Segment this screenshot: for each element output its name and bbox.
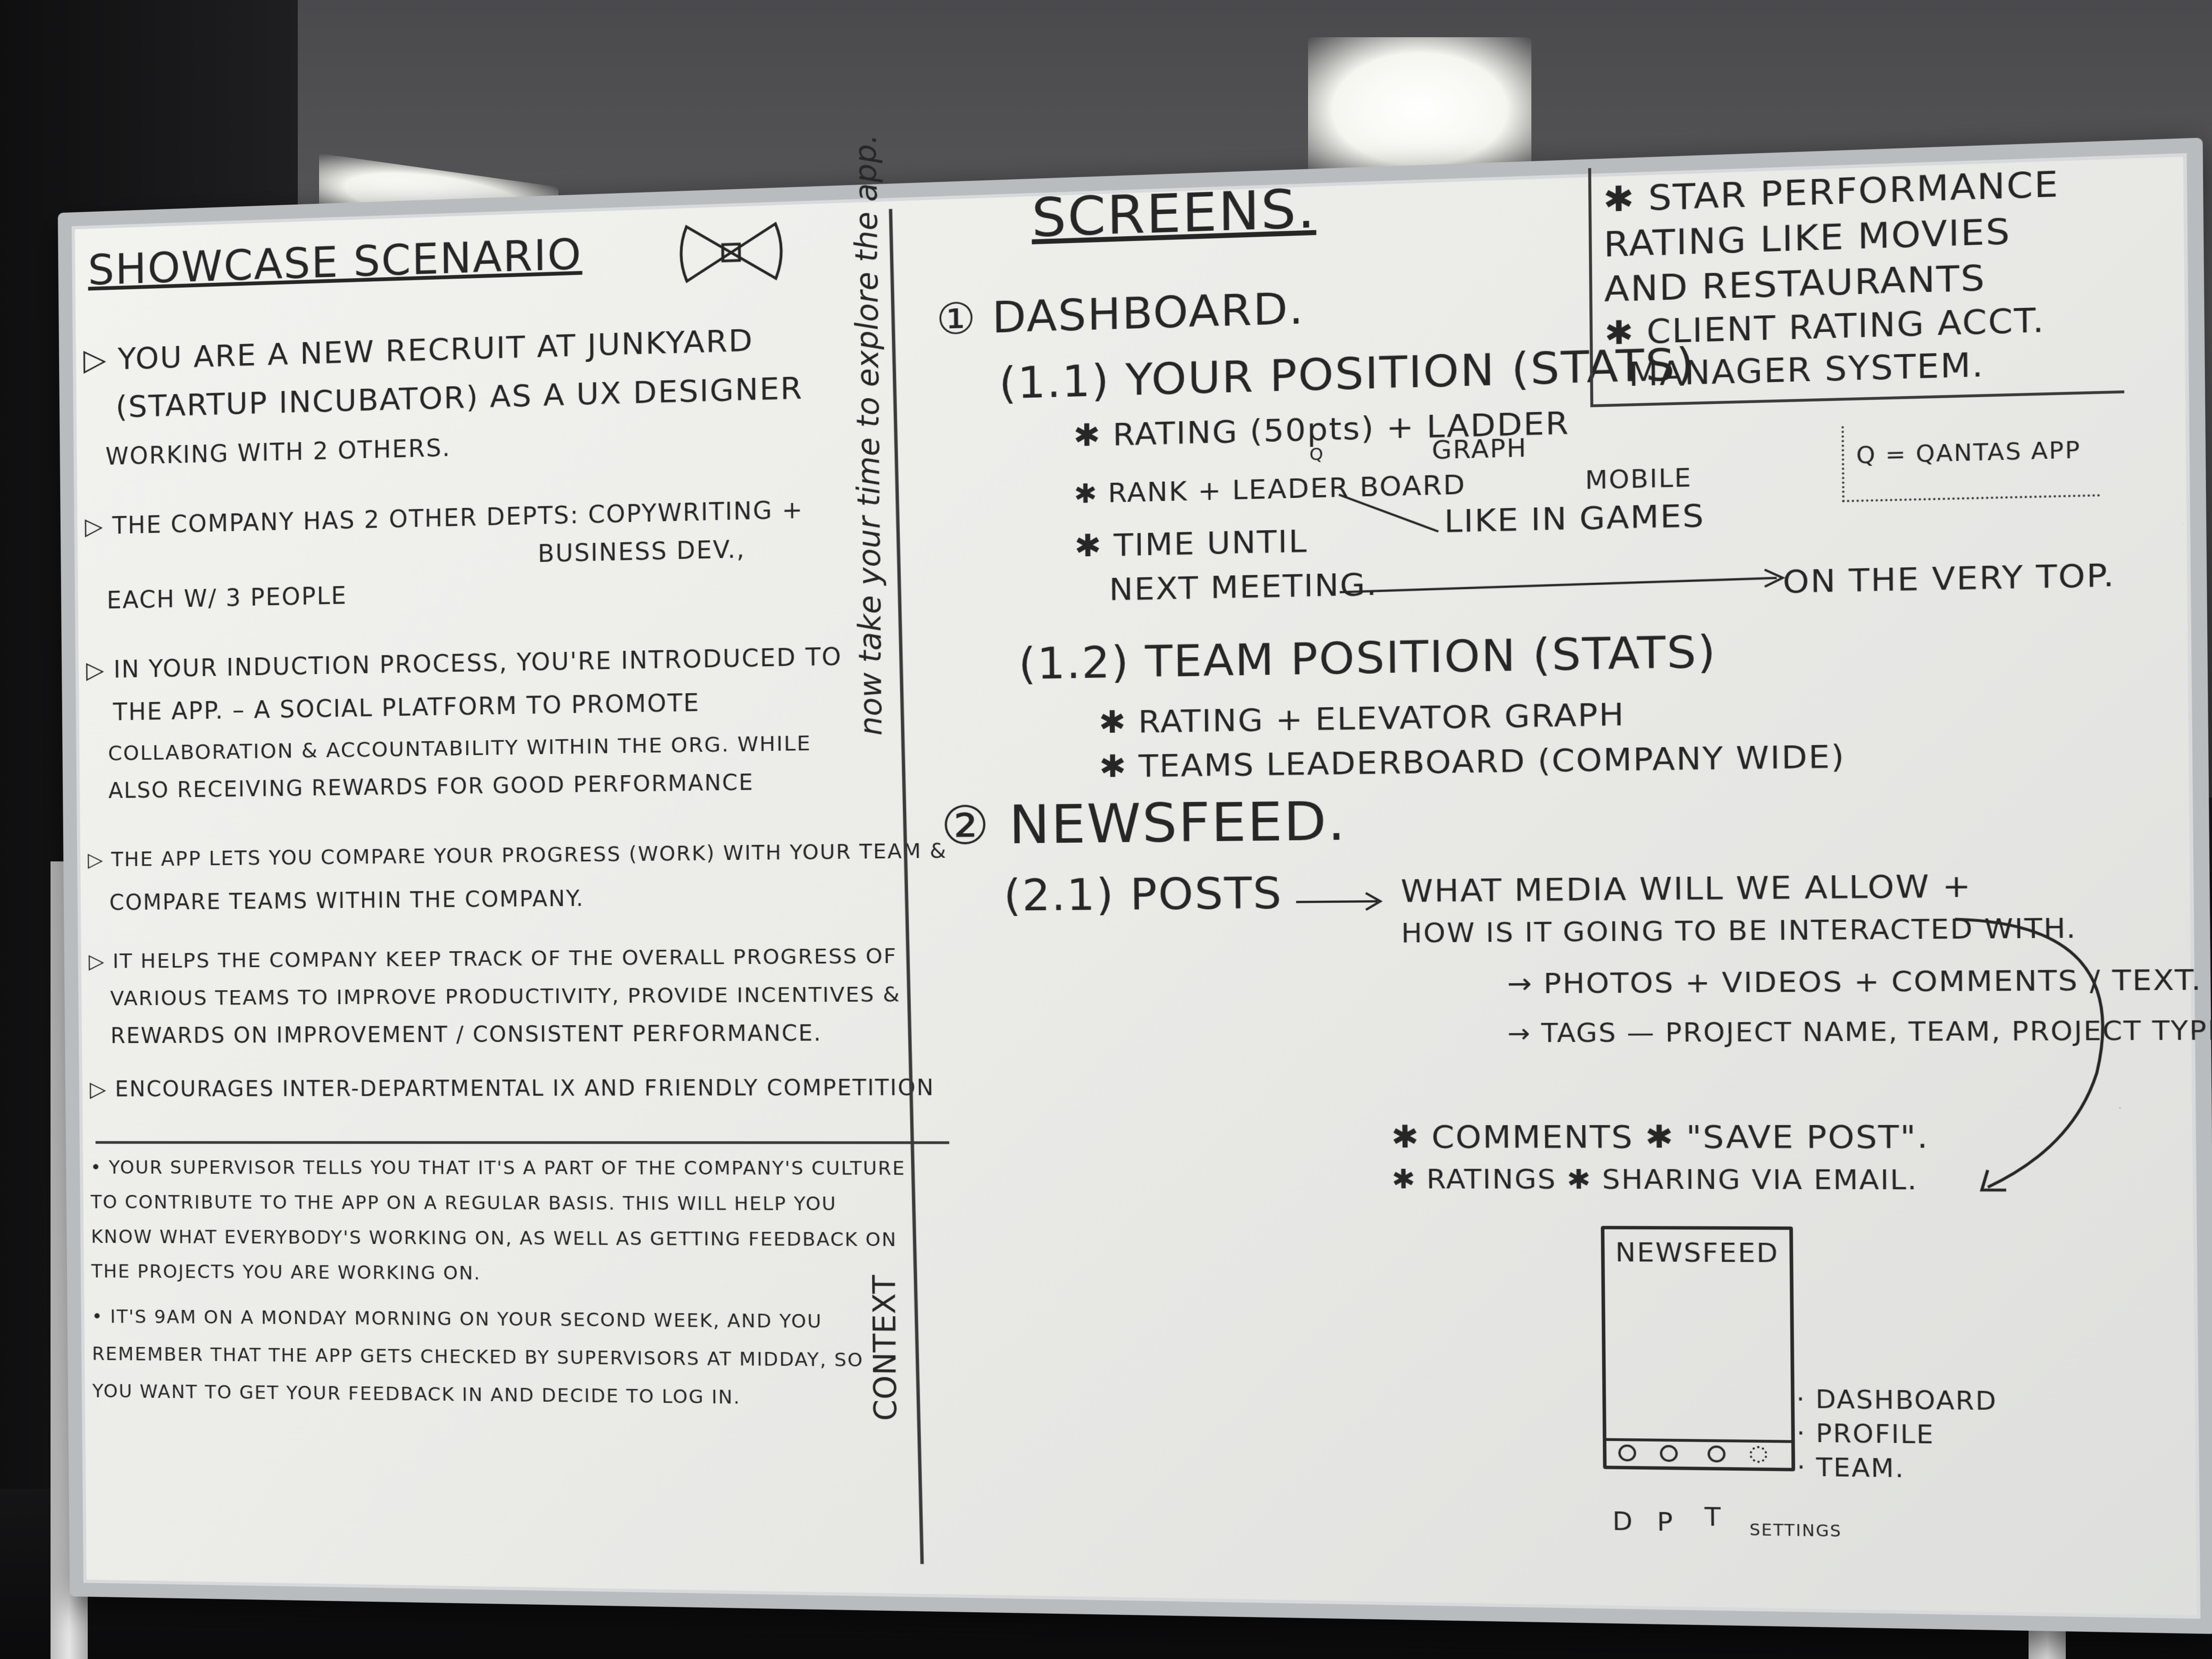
bullet-line: (STARTUP INCUBATOR) AS A UX DESIGNER <box>115 371 803 425</box>
bullet-line: ▷ YOU ARE A NEW RECRUIT AT JUNKYARD <box>83 323 754 378</box>
bullet-line: WORKING WITH 2 OTHERS. <box>105 434 451 471</box>
wireframe-letter: T <box>1704 1503 1722 1532</box>
qantas-note-text: Q = QANTAS APP <box>1856 437 2081 469</box>
wireframe-nav-label: · DASHBOARD <box>1796 1385 1997 1416</box>
wireframe-settings-label: SETTINGS <box>1749 1521 1842 1541</box>
extras-line: ✱ COMMENTS ✱ "SAVE POST". <box>1391 1119 1929 1156</box>
context-label: CONTEXT <box>866 1275 904 1421</box>
dashboard-item: Q <box>1309 445 1324 465</box>
note-line: MANAGER SYSTEM. <box>1628 346 1984 394</box>
bullet-line: ▷ ENCOURAGES INTER-DEPARTMENTAL IX AND F… <box>90 1075 935 1102</box>
dashboard-item: ✱ TIME UNTIL <box>1074 523 1308 564</box>
wireframe-letter: P <box>1657 1508 1674 1537</box>
posts-heading: (2.1) POSTS <box>1003 869 1283 921</box>
note-line: AND RESTAURANTS <box>1604 257 1985 311</box>
bullet-line: EACH W/ 3 PEOPLE <box>106 582 347 614</box>
bullet-line: COLLABORATION & ACCOUNTABILITY WITHIN TH… <box>108 731 811 765</box>
dashboard-tab-icon <box>1618 1444 1636 1461</box>
posts-arrow <box>1296 890 1389 913</box>
curved-arrow <box>1949 901 2135 1199</box>
qantas-note: Q = QANTAS APP <box>1841 420 2100 502</box>
wireframe-nav-label: · TEAM. <box>1797 1453 1905 1484</box>
star-rating-note: ✱ STAR PERFORMANCE RATING LIKE MOVIES AN… <box>1588 149 2124 407</box>
context-line: KNOW WHAT EVERYBODY'S WORKING ON, AS WEL… <box>91 1226 897 1251</box>
bullet-line: COMPARE TEAMS WITHIN THE COMPANY. <box>109 886 584 915</box>
context-line: REMEMBER THAT THE APP GETS CHECKED BY SU… <box>92 1343 864 1371</box>
wireframe-tab-bar <box>1606 1438 1791 1468</box>
showcase-scenario-title: SHOWCASE SCENARIO <box>88 230 582 295</box>
team-position-heading: (1.2) TEAM POSITION (STATS) <box>1018 627 1717 689</box>
bullet-line: ▷ THE COMPANY HAS 2 OTHER DEPTS: COPYWRI… <box>85 496 803 540</box>
context-line: YOU WANT TO GET YOUR FEEDBACK IN AND DEC… <box>93 1381 741 1409</box>
note-line: RATING LIKE MOVIES <box>1604 211 2011 265</box>
team-tab-icon <box>1707 1445 1725 1462</box>
bullet-line: VARIOUS TEAMS TO IMPROVE PRODUCTIVITY, P… <box>110 982 901 1010</box>
bullet-line: ALSO RECEIVING REWARDS FOR GOOD PERFORMA… <box>108 770 754 803</box>
whiteboard: SHOWCASE SCENARIO ▷ YOU ARE A NEW RECRUI… <box>58 138 2212 1634</box>
posts-question: WHAT MEDIA WILL WE ALLOW + <box>1401 868 1972 909</box>
settings-gear-icon <box>1749 1446 1767 1463</box>
context-divider <box>96 1141 950 1144</box>
bullet-line: ▷ IN YOUR INDUCTION PROCESS, YOU'RE INTR… <box>86 643 842 684</box>
extras-line: ✱ RATINGS ✱ SHARING VIA EMAIL. <box>1392 1164 1918 1196</box>
screens-title: SCREENS. <box>1032 178 1317 249</box>
bullet-line: REWARDS ON IMPROVEMENT / CONSISTENT PERF… <box>111 1021 822 1049</box>
dashboard-heading: ① DASHBOARD. <box>936 284 1304 345</box>
wireframe-letter: D <box>1612 1507 1634 1537</box>
newsfeed-heading: ② NEWSFEED. <box>941 790 1347 857</box>
context-line: THE PROJECTS YOU ARE WORKING ON. <box>91 1261 481 1284</box>
explore-note: now take your time to explore the app. <box>848 133 890 736</box>
note-line: ✱ CLIENT RATING ACCT. <box>1604 301 2045 352</box>
bullet-line: THE APP. – A SOCIAL PLATFORM TO PROMOTE <box>113 689 700 726</box>
dashboard-item: GRAPH <box>1431 434 1527 465</box>
team-item: ✱ RATING + ELEVATOR GRAPH <box>1099 697 1625 741</box>
ceiling-light <box>1308 37 1531 181</box>
newsfeed-wireframe: NEWSFEED <box>1601 1226 1795 1471</box>
wireframe-title: NEWSFEED <box>1615 1237 1779 1269</box>
bullet-line: BUSINESS DEV., <box>538 536 745 568</box>
arrow-connectors <box>1339 482 1873 606</box>
bullet-line: ▷ IT HELPS THE COMPANY KEEP TRACK OF THE… <box>89 944 898 973</box>
bullet-line: ▷ THE APP LETS YOU COMPARE YOUR PROGRESS… <box>88 839 947 872</box>
dashboard-item: NEXT MEETING. <box>1109 566 1378 608</box>
context-line: • IT'S 9AM ON A MONDAY MORNING ON YOUR S… <box>91 1306 822 1333</box>
context-line: • YOUR SUPERVISOR TELLS YOU THAT IT'S A … <box>90 1157 906 1180</box>
bow-tie-icon <box>675 213 787 292</box>
context-line: TO CONTRIBUTE TO THE APP ON A REGULAR BA… <box>90 1192 836 1215</box>
wireframe-nav-label: · PROFILE <box>1797 1419 1935 1449</box>
team-item: ✱ TEAMS LEADERBOARD (COMPANY WIDE) <box>1099 739 1846 785</box>
profile-tab-icon <box>1660 1445 1678 1462</box>
